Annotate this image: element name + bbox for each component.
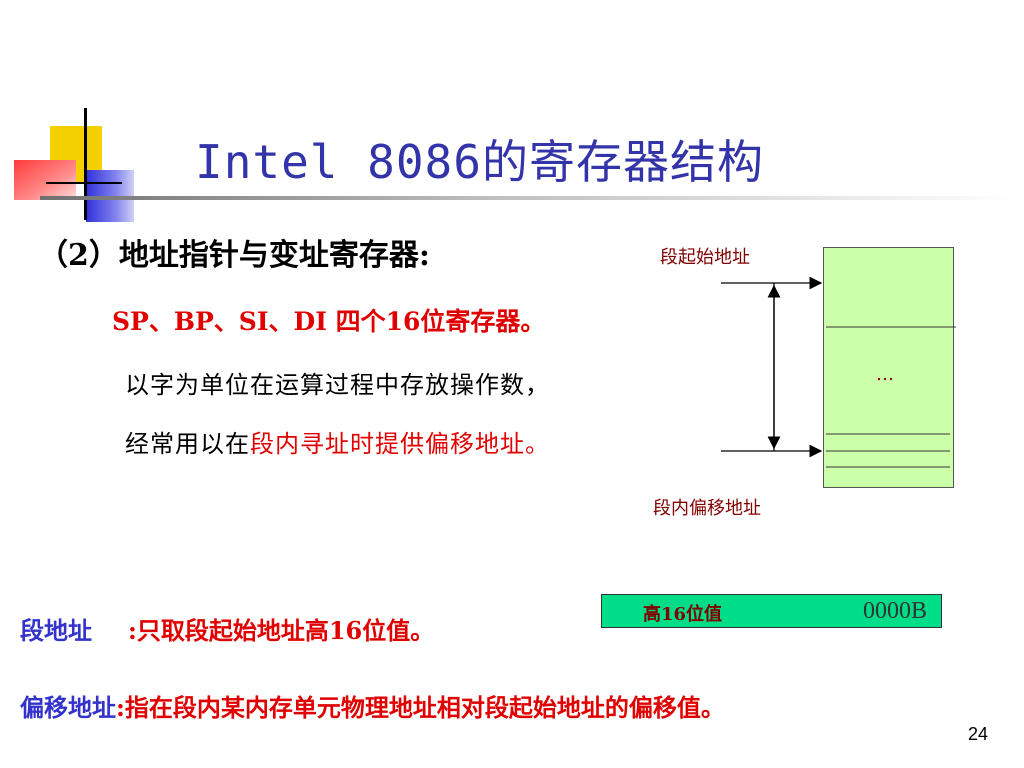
horizontal-bar	[46, 182, 122, 184]
offset-term: 偏移地址	[20, 693, 116, 722]
offset-desc: :指在段内某内存单元物理地址相对段起始地址的偏移值。	[116, 693, 725, 722]
offset-label: 段内偏移地址	[653, 498, 761, 519]
high16-bar	[601, 594, 850, 628]
offset-definition: 偏移地址:指在段内某内存单元物理地址相对段起始地址的偏移值。	[20, 688, 725, 723]
ellipsis-marker: …	[876, 364, 894, 385]
high16-label: 高16位值	[643, 604, 723, 625]
slide-title: Intel 8086的寄存器结构	[195, 135, 764, 189]
section-heading: （2）地址指针与变址寄存器:	[38, 238, 430, 273]
register-list-line: SP、BP、SI、DI 四个16位寄存器。	[112, 307, 546, 336]
usage-prefix: 经常用以在	[125, 430, 250, 458]
red-square	[14, 160, 76, 200]
low-hex-value: 0000B	[849, 594, 942, 628]
segment-start-label: 段起始地址	[660, 247, 750, 268]
title-underline	[40, 196, 1020, 200]
description-line: 以字为单位在运算过程中存放操作数，	[125, 371, 550, 399]
memory-segment-box	[823, 247, 954, 488]
usage-highlight: 段内寻址时提供偏移地址。	[250, 430, 550, 458]
vertical-bar	[84, 108, 87, 220]
segment-definition: 段地址 :只取段起始地址高16位值。	[20, 611, 434, 646]
segment-term: 段地址	[20, 616, 92, 645]
segment-desc: :只取段起始地址高16位值。	[128, 616, 435, 645]
page-number: 24	[968, 724, 989, 744]
usage-line: 经常用以在段内寻址时提供偏移地址。	[125, 424, 550, 459]
